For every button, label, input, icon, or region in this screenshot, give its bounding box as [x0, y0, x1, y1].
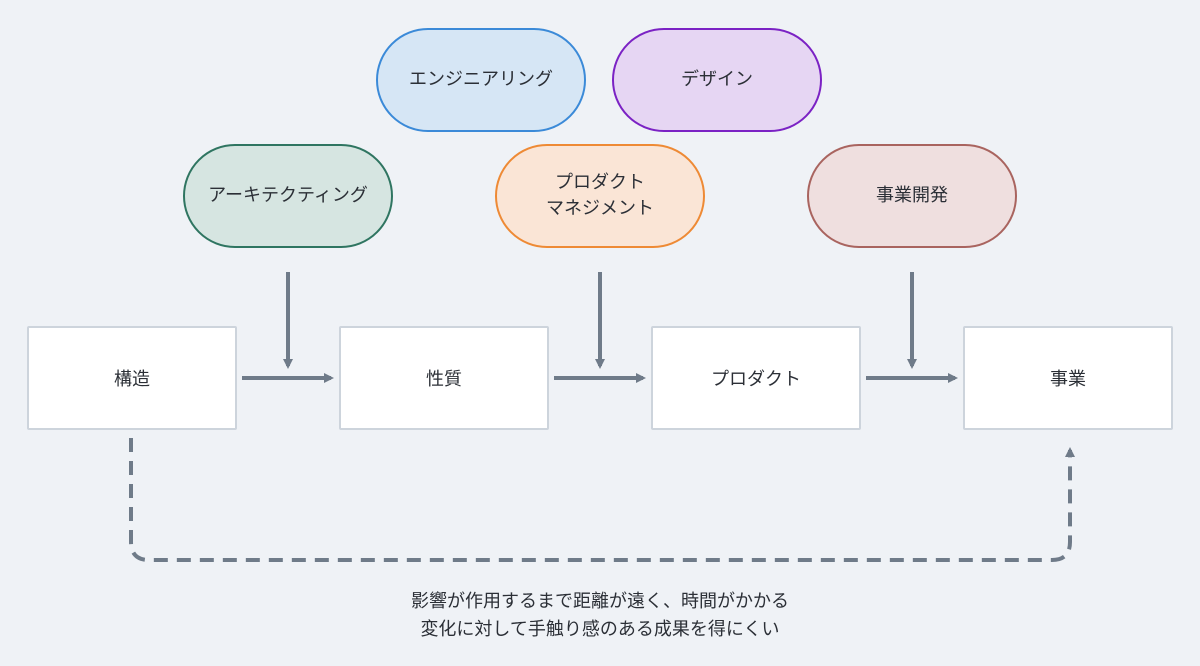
engineering-pill: エンジニアリング	[376, 28, 586, 132]
business-development-pill: 事業開発	[807, 144, 1017, 248]
engineering-label: エンジニアリング	[409, 69, 553, 90]
caption: 影響が作用するまで距離が遠く、時間がかかる 変化に対して手触り感のある成果を得に…	[300, 588, 900, 644]
dashed-feedback-path	[129, 438, 1075, 562]
structure-label: 構造	[114, 369, 150, 390]
structure-box: 構造	[27, 326, 237, 430]
product-management-pill: プロダクト マネジメント	[495, 144, 705, 248]
business-development-label: 事業開発	[876, 185, 948, 206]
design-pill: デザイン	[612, 28, 822, 132]
architecting-pill: アーキテクティング	[183, 144, 393, 248]
product-box: プロダクト	[651, 326, 861, 430]
design-label: デザイン	[681, 69, 753, 90]
product-management-label-line1: プロダクト	[555, 172, 645, 193]
product-label: プロダクト	[711, 369, 801, 390]
property-label: 性質	[426, 369, 462, 390]
caption-line1: 影響が作用するまで距離が遠く、時間がかかる	[411, 591, 789, 612]
business-label: 事業	[1050, 369, 1086, 390]
business-box: 事業	[963, 326, 1173, 430]
caption-line2: 変化に対して手触り感のある成果を得にくい	[420, 619, 780, 640]
architecting-label: アーキテクティング	[208, 185, 368, 206]
product-management-label-line2: マネジメント	[546, 198, 654, 219]
property-box: 性質	[339, 326, 549, 430]
